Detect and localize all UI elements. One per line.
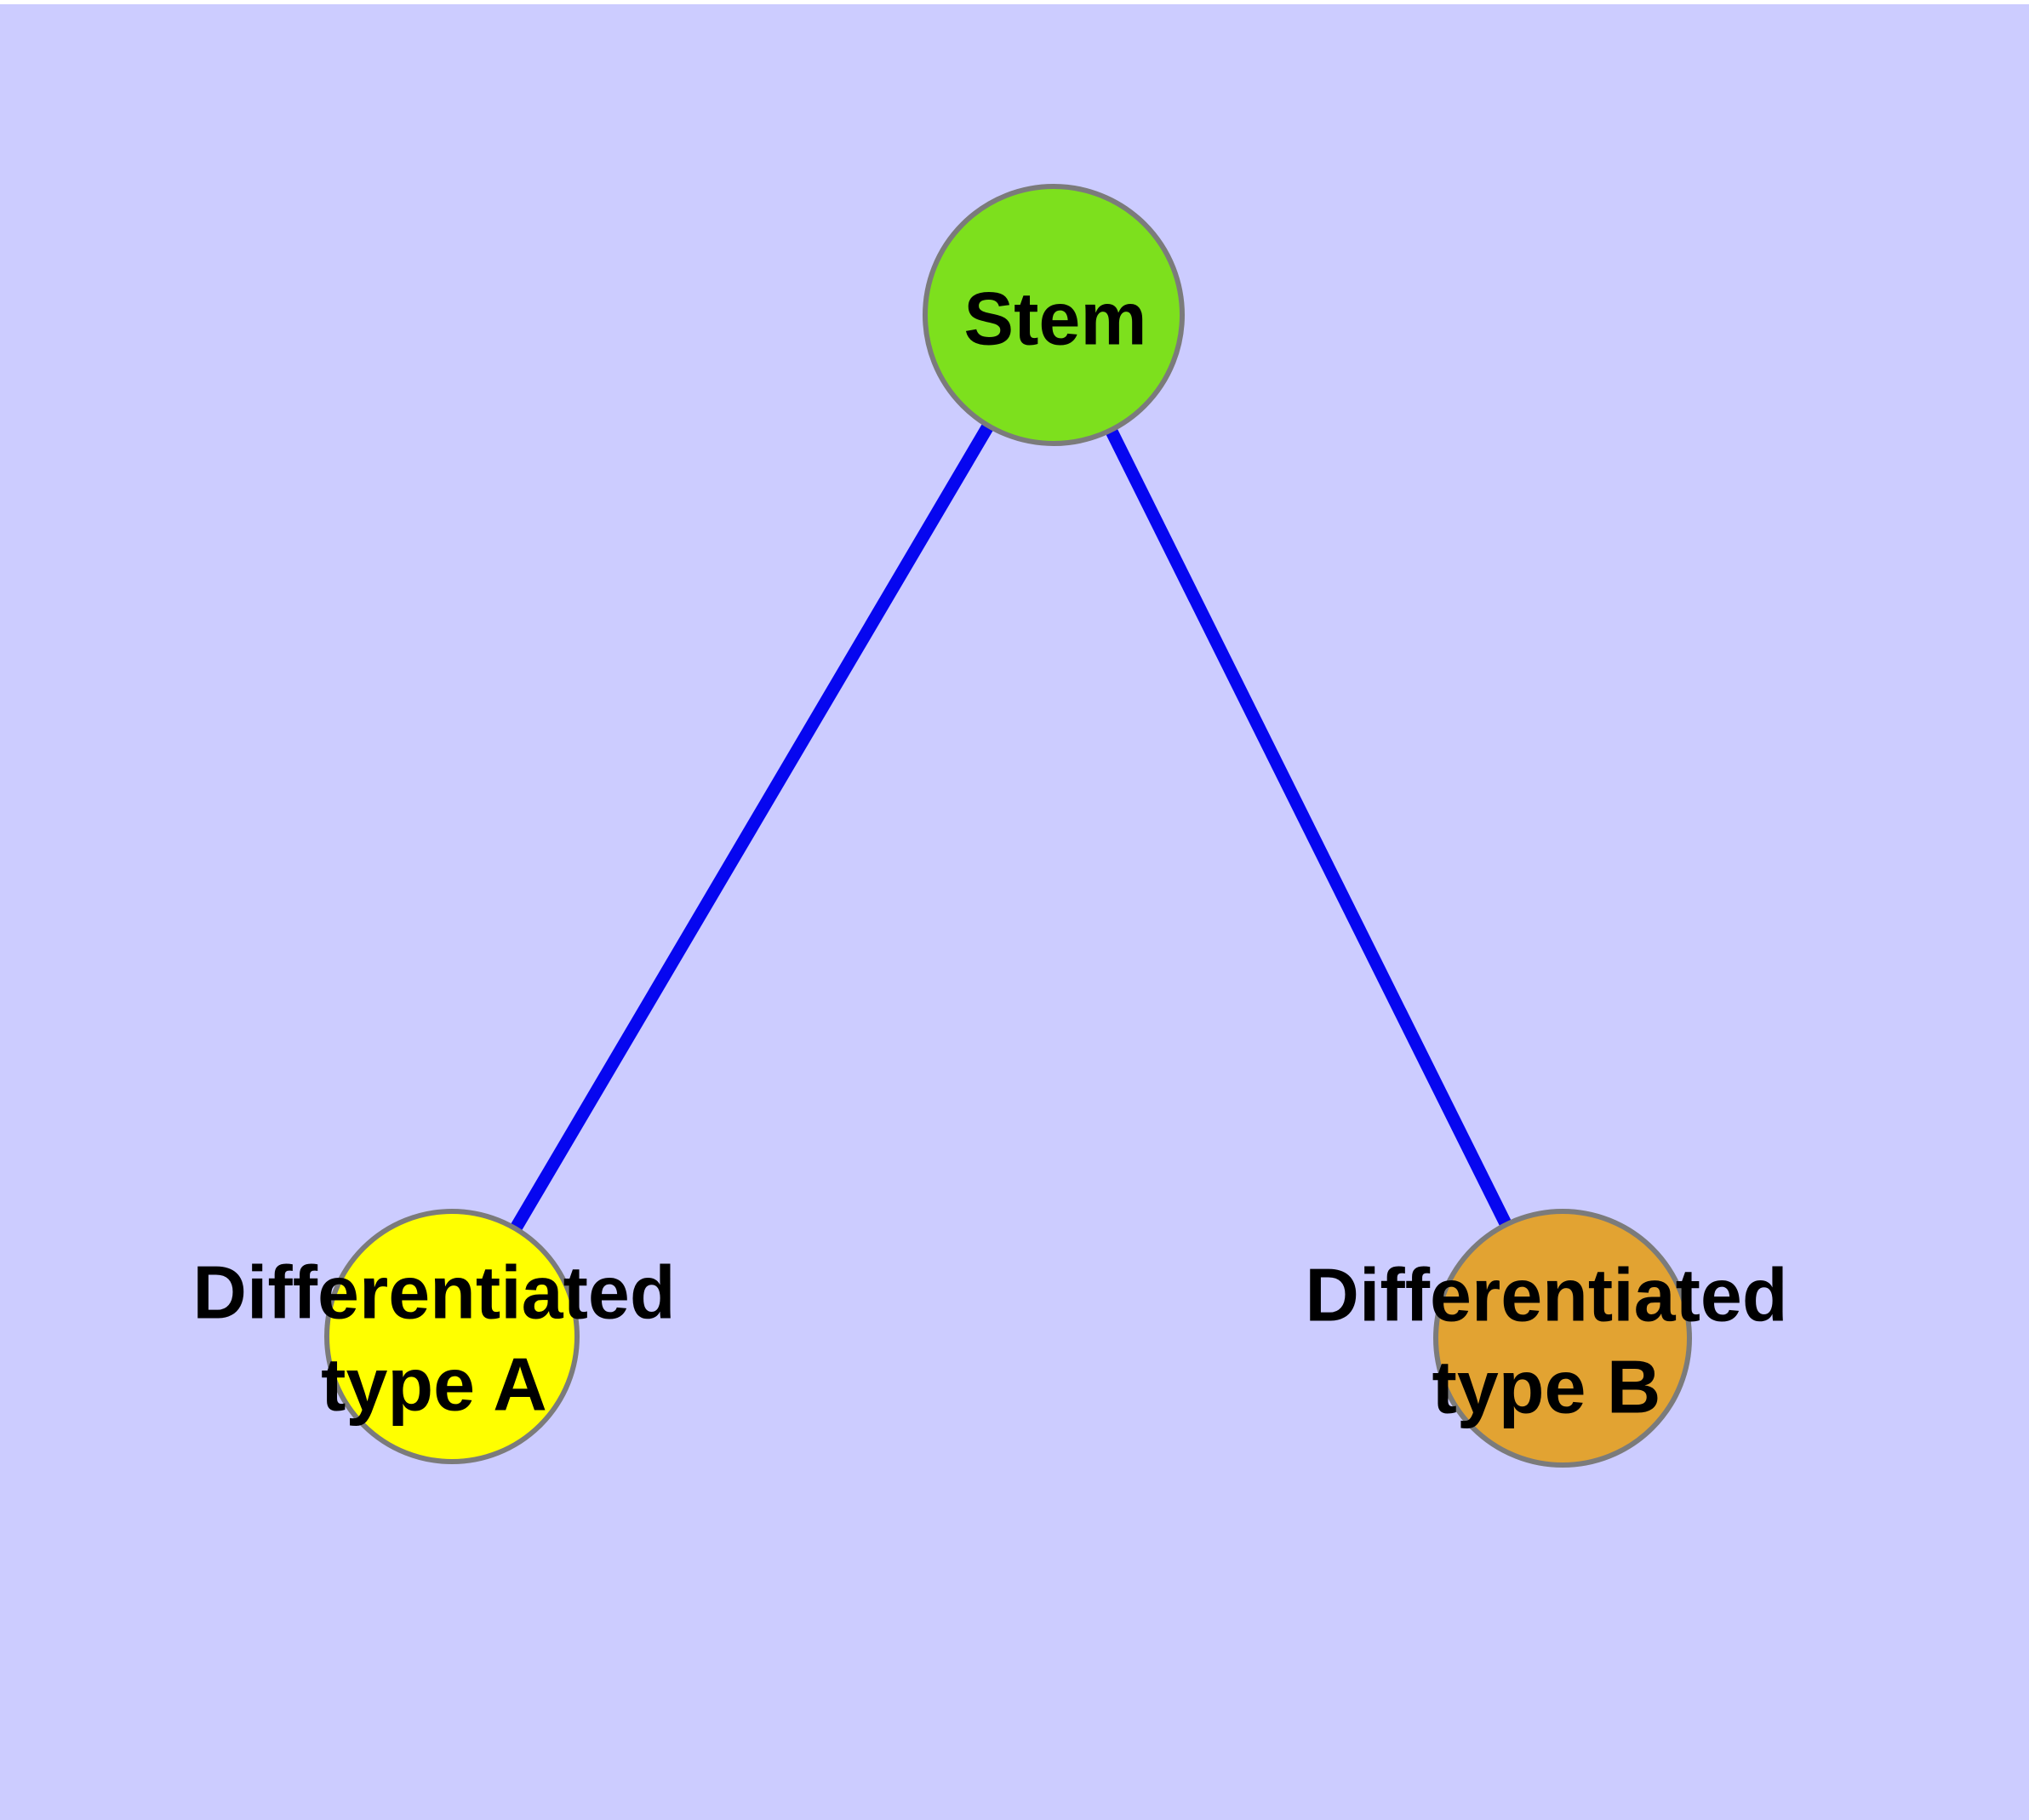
node-type-a-circle[interactable] bbox=[324, 1209, 580, 1464]
node-type-a-label-line-1: Differentiated bbox=[192, 1251, 675, 1335]
node-type-b-circle[interactable] bbox=[1433, 1209, 1692, 1468]
top-margin-strip bbox=[0, 0, 2029, 4]
node-stem-circle[interactable] bbox=[923, 184, 1185, 446]
node-stem-label: Stem bbox=[963, 277, 1146, 361]
edge-stem-to-type-a bbox=[446, 312, 1060, 1340]
node-type-b-label-line-1: Differentiated bbox=[1305, 1253, 1787, 1337]
edge-stem-to-type-b bbox=[1048, 312, 1569, 1342]
node-type-b-label-line-2: type B bbox=[1432, 1345, 1661, 1429]
node-type-a-label-line-2: type A bbox=[321, 1342, 547, 1427]
